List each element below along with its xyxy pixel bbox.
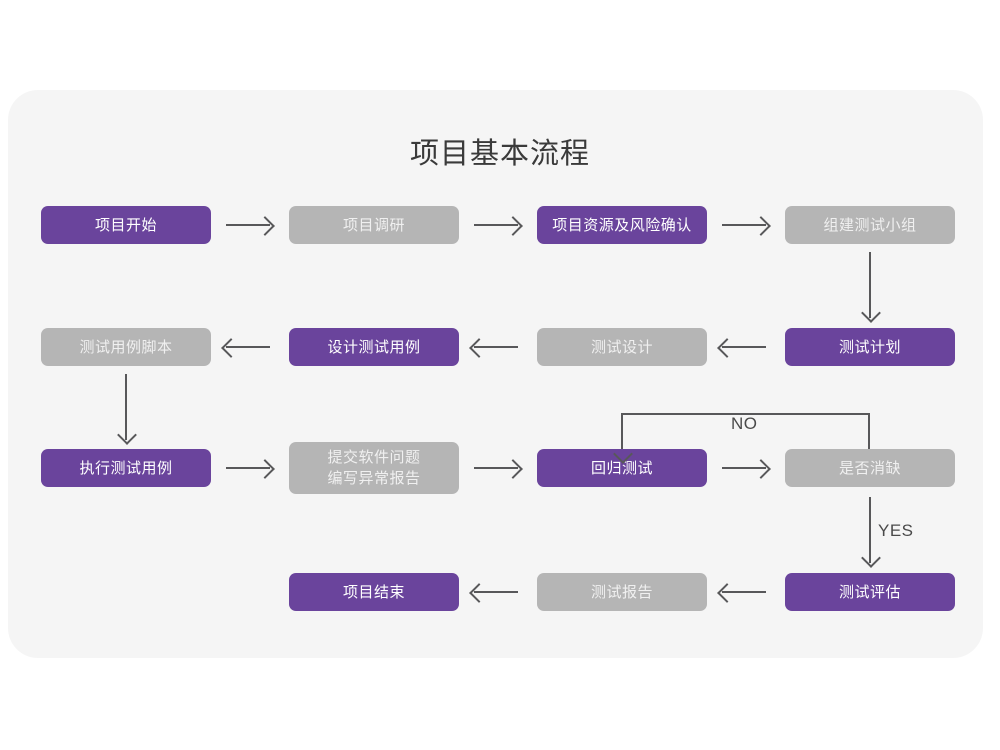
arrow-start-to-research [226, 216, 275, 236]
flow-node-build-test-team[interactable]: 组建测试小组 [785, 206, 955, 244]
arrow-design-case-to-script [221, 338, 270, 358]
arrow-resource-to-team [722, 216, 771, 236]
flow-node-test-evaluation[interactable]: 测试评估 [785, 573, 955, 611]
flow-node-label: 测试报告 [590, 583, 653, 601]
arrow-test-report-to-project-end [469, 583, 518, 603]
flow-node-label: 项目开始 [94, 216, 157, 234]
flow-node-label: 项目结束 [342, 583, 405, 601]
arrow-yes-to-test-evaluation [861, 497, 881, 568]
flow-node-label: 执行测试用例 [79, 459, 173, 477]
flow-node-label: 项目调研 [342, 216, 405, 234]
arrow-team-to-test-plan [861, 252, 881, 323]
flow-node-label: 提交软件问题 编写异常报告 [327, 449, 421, 487]
arrow-submit-issue-to-regression [474, 459, 523, 479]
arrow-research-to-resource [474, 216, 523, 236]
flow-node-label: 测试评估 [838, 583, 901, 601]
flow-node-label: 设计测试用例 [327, 338, 421, 356]
flow-node-project-start[interactable]: 项目开始 [41, 206, 211, 244]
arrow-no-loop-to-regression [613, 413, 870, 464]
flow-node-label: 组建测试小组 [823, 216, 917, 234]
flow-node-test-case-script[interactable]: 测试用例脚本 [41, 328, 211, 366]
flow-node-test-report[interactable]: 测试报告 [537, 573, 707, 611]
flow-node-test-plan[interactable]: 测试计划 [785, 328, 955, 366]
flow-node-execute-test-case[interactable]: 执行测试用例 [41, 449, 211, 487]
flow-node-project-end[interactable]: 项目结束 [289, 573, 459, 611]
flow-node-label: 测试用例脚本 [79, 338, 173, 356]
flow-node-label: 测试计划 [838, 338, 901, 356]
flow-node-label: 测试设计 [590, 338, 653, 356]
flow-node-resource-risk-confirm[interactable]: 项目资源及风险确认 [537, 206, 707, 244]
flow-node-label: 回归测试 [590, 459, 653, 477]
arrow-execute-to-submit-issue [226, 459, 275, 479]
edge-label-yes: YES [878, 521, 914, 540]
edge-label-no: NO [731, 414, 758, 433]
flow-node-regression-test[interactable]: 回归测试 [537, 449, 707, 487]
arrow-script-to-execute-case [117, 374, 137, 445]
arrow-test-plan-to-test-design [717, 338, 766, 358]
flow-node-submit-issue-report[interactable]: 提交软件问题 编写异常报告 [289, 442, 459, 494]
flow-node-label: 是否消缺 [838, 459, 901, 477]
flow-node-defect-cleared-check[interactable]: 是否消缺 [785, 449, 955, 487]
flow-node-label: 项目资源及风险确认 [552, 216, 692, 234]
flowchart-card [8, 90, 983, 658]
flow-node-project-research[interactable]: 项目调研 [289, 206, 459, 244]
flow-node-design-test-case[interactable]: 设计测试用例 [289, 328, 459, 366]
arrow-test-design-to-design-case [469, 338, 518, 358]
flow-node-test-design[interactable]: 测试设计 [537, 328, 707, 366]
arrow-test-evaluation-to-test-report [717, 583, 766, 603]
arrow-regression-to-defect-check [722, 459, 771, 479]
page-title: 项目基本流程 [409, 138, 590, 170]
